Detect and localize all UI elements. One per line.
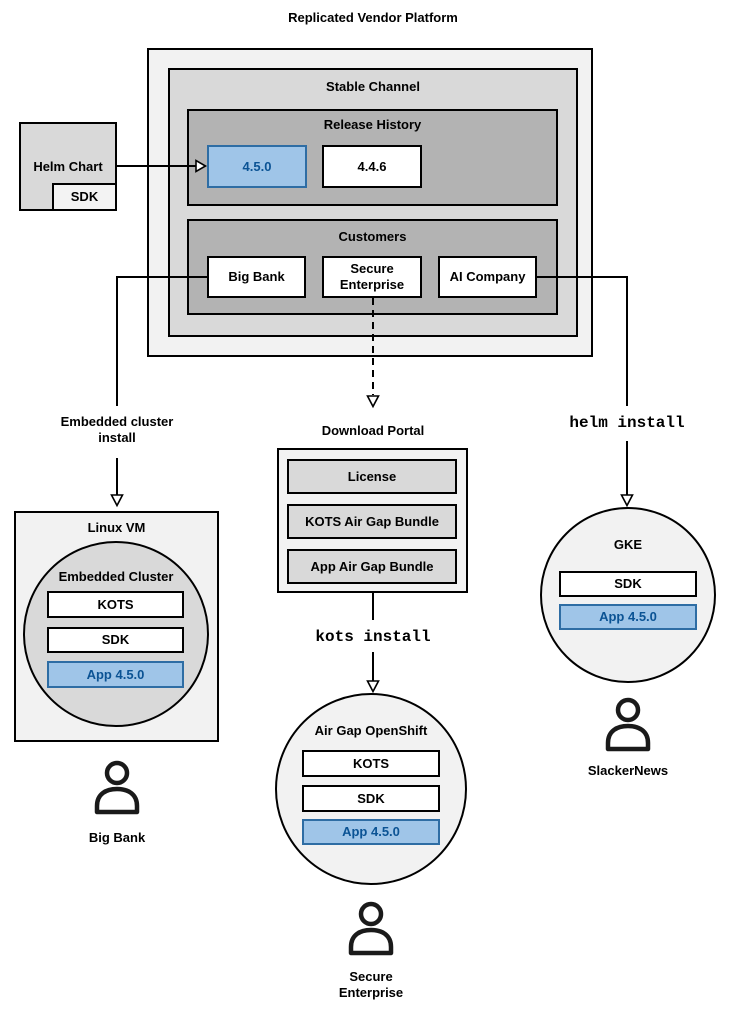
kots-install-label: kots install xyxy=(315,628,431,646)
helm-chart-sdk-box: SDK xyxy=(52,183,117,211)
slackernews-user-label: SlackerNews xyxy=(587,763,669,778)
openshift-kots-box: KOTS xyxy=(302,750,440,777)
release-history-label: Release History xyxy=(323,117,422,132)
embedded-install-label: Embedded cluster install xyxy=(60,414,174,446)
gke-label: GKE xyxy=(613,537,643,552)
arrowhead-into-linux-vm xyxy=(110,494,124,508)
arrowhead-into-download-portal xyxy=(366,395,380,409)
secure-enterprise-user-label: Secure Enterprise xyxy=(338,969,404,1001)
openshift-sdk-box: SDK xyxy=(302,785,440,812)
big-bank-user-icon xyxy=(92,760,142,821)
gke-sdk-box: SDK xyxy=(559,571,697,597)
customer-ai-company: AI Company xyxy=(438,256,537,298)
portal-item-app-airgap-bundle: App Air Gap Bundle xyxy=(287,549,457,584)
linux-vm-kots-box: KOTS xyxy=(47,591,184,618)
portal-item-kots-airgap-bundle: KOTS Air Gap Bundle xyxy=(287,504,457,539)
openshift-app-box: App 4.5.0 xyxy=(302,819,440,845)
diagram-title: Replicated Vendor Platform xyxy=(288,10,458,25)
arrowhead-into-gke xyxy=(620,494,634,508)
linux-vm-sdk-box: SDK xyxy=(47,627,184,653)
big-bank-user-label: Big Bank xyxy=(88,830,146,845)
linux-vm-label: Linux VM xyxy=(87,520,146,535)
stable-channel-label: Stable Channel xyxy=(326,79,420,94)
portal-item-license: License xyxy=(287,459,457,494)
release-box-4-4-6: 4.4.6 xyxy=(322,145,422,188)
customer-secure-enterprise: Secure Enterprise xyxy=(322,256,422,298)
gke-app-box: App 4.5.0 xyxy=(559,604,697,630)
helm-install-label: helm install xyxy=(569,414,685,432)
release-box-4-5-0: 4.5.0 xyxy=(207,145,307,188)
linux-vm-app-box: App 4.5.0 xyxy=(47,661,184,688)
slackernews-user-icon xyxy=(603,697,653,758)
arrowhead-into-openshift xyxy=(366,680,380,694)
customer-big-bank: Big Bank xyxy=(207,256,306,298)
download-portal-label: Download Portal xyxy=(321,423,425,438)
secure-enterprise-user-icon xyxy=(346,901,396,962)
helm-chart-label: Helm Chart xyxy=(33,159,103,174)
customers-label: Customers xyxy=(338,229,407,244)
embedded-cluster-label: Embedded Cluster xyxy=(58,569,174,584)
airgap-openshift-label: Air Gap OpenShift xyxy=(314,723,428,738)
